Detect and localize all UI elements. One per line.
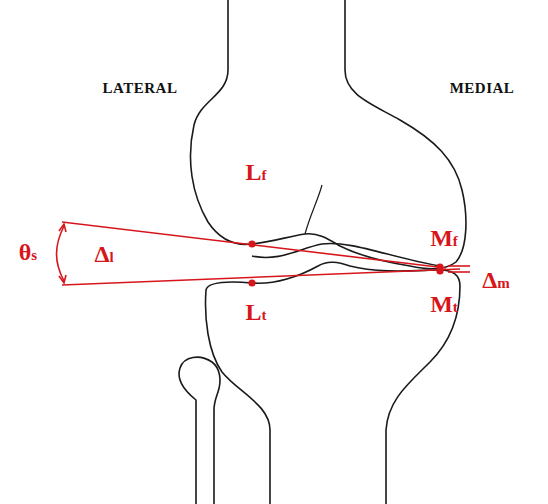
side-label: LATERAL: [103, 81, 178, 96]
tibia-outline: [206, 262, 460, 504]
point-marker: [248, 279, 255, 286]
point-label: Mt: [430, 288, 458, 316]
angle-arc: [57, 226, 65, 281]
gap-label: Δm: [482, 264, 510, 292]
gap-tick: [448, 265, 470, 267]
angle-label: θs: [19, 236, 37, 264]
gap-tick: [448, 271, 470, 273]
point-label: Lf: [245, 156, 266, 184]
fibula-outline: [179, 357, 220, 504]
tibial-line: [62, 269, 460, 285]
angle-arrowhead: [59, 275, 66, 283]
femoral-line: [62, 222, 446, 268]
point-marker: [436, 267, 443, 274]
point-marker: [248, 240, 255, 247]
point-label: Mf: [430, 222, 458, 250]
side-label: MEDIAL: [450, 81, 515, 96]
point-label: Lt: [245, 296, 266, 324]
gap-label: Δl: [94, 238, 113, 266]
condyle-notch: [305, 185, 322, 234]
femur-outline: [190, 0, 465, 269]
angle-arrowhead: [59, 224, 66, 232]
joint-curve: [252, 243, 440, 266]
